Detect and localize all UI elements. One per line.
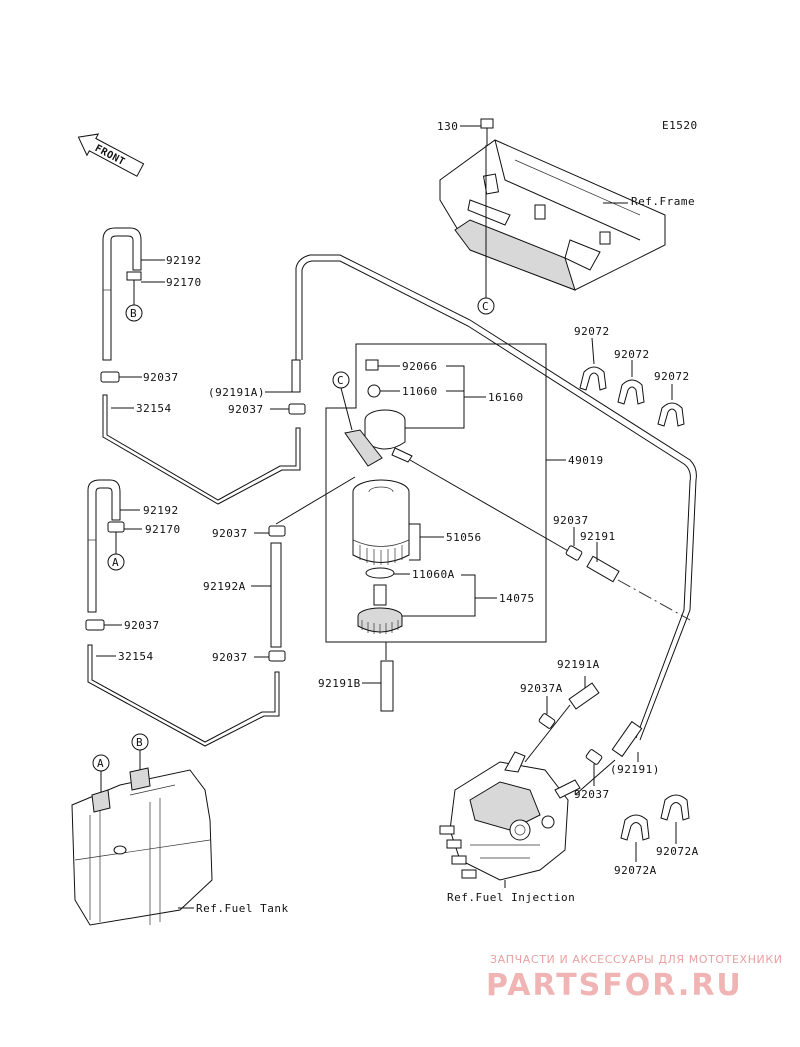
label-ref-frame: Ref.Frame: [631, 195, 695, 208]
marker-c-frame: [477, 297, 495, 315]
fuel-injection-pump: [439, 751, 581, 881]
hose-92191-inj: [611, 720, 643, 758]
marker-a-low: [107, 553, 125, 571]
clamp-92037-right: [565, 545, 583, 561]
label-92037a: 92037A: [520, 682, 563, 695]
clamp-92072a-right: [660, 794, 690, 821]
marker-b-top-label: B: [130, 307, 137, 320]
marker-b-tank-label: B: [136, 736, 143, 749]
label-92037-top: 92037: [143, 371, 179, 384]
fuel-tank: [71, 767, 213, 926]
label-92072-c: 92072: [654, 370, 690, 383]
filter-head-16160: [344, 359, 413, 467]
watermark-brand: PARTSFOR.RU: [486, 968, 743, 1003]
marker-b-top: [125, 304, 143, 322]
marker-a-low-label: A: [112, 556, 119, 569]
hose-92191: [586, 555, 620, 583]
label-92191a-paren: (92191A): [208, 386, 265, 399]
frame-assembly: [439, 139, 666, 291]
clamp-92037a: [538, 713, 556, 729]
hose-92192a: [270, 542, 282, 648]
label-14075: 14075: [499, 592, 535, 605]
label-92072-b: 92072: [614, 348, 650, 361]
label-92192-top: 92192: [166, 254, 202, 267]
watermark-tagline: ЗАПЧАСТИ И АКСЕССУАРЫ ДЛЯ МОТОТЕХНИКИ: [490, 953, 783, 966]
label-ref-fuel-injection: Ref.Fuel Injection: [447, 891, 575, 904]
clamp-92037-top: [100, 371, 120, 383]
bolt-130: [480, 118, 494, 145]
clamp-92072a-left: [620, 814, 650, 841]
label-92191: 92191: [580, 530, 616, 543]
label-92037-right: 92037: [553, 514, 589, 527]
clamp-92037-low: [85, 619, 105, 631]
label-92192a: 92192A: [203, 580, 246, 593]
label-92037-left: 92037: [212, 527, 248, 540]
label-92191-paren: (92191): [610, 763, 660, 776]
label-92072a-left: 92072A: [614, 864, 657, 877]
label-11060: 11060: [402, 385, 438, 398]
label-92191a: 92191A: [557, 658, 600, 671]
label-92170-top: 92170: [166, 276, 202, 289]
clamp-92072-3: [657, 402, 685, 427]
pipe-32154-low: [87, 644, 280, 747]
label-92191b: 92191B: [318, 677, 361, 690]
marker-b-tank: [131, 733, 149, 751]
label-32154-top: 32154: [136, 402, 172, 415]
label-92066: 92066: [402, 360, 438, 373]
hose-92191b: [380, 660, 394, 712]
hose-92191a-mid: [291, 359, 301, 393]
label-130: 130: [437, 120, 458, 133]
fuel-line-49019: [295, 254, 697, 741]
diagram-code: E1520: [662, 119, 698, 132]
label-92037-inj: 92037: [574, 788, 610, 801]
label-11060a: 11060A: [412, 568, 455, 581]
hose-92192-low: [87, 479, 121, 613]
label-ref-fuel-tank: Ref.Fuel Tank: [196, 902, 289, 915]
clamp-92037-left: [268, 525, 286, 537]
label-92170-low: 92170: [145, 523, 181, 536]
filter-element-51056: [352, 479, 410, 565]
hose-92192-top: [102, 227, 142, 361]
label-16160: 16160: [488, 391, 524, 404]
filter-bowl-14075: [357, 584, 403, 634]
label-51056: 51056: [446, 531, 482, 544]
pipe-32154-top: [102, 394, 301, 505]
label-92072a-right: 92072A: [656, 845, 699, 858]
marker-c-filter-label: C: [337, 374, 344, 387]
marker-a-tank-label: A: [97, 757, 104, 770]
label-92037-left2: 92037: [212, 651, 248, 664]
marker-c-frame-label: C: [482, 300, 489, 313]
front-arrow-icon: FRONT: [77, 133, 145, 177]
label-49019: 49019: [568, 454, 604, 467]
o-ring-11060a: [365, 567, 395, 579]
label-32154-low: 32154: [118, 650, 154, 663]
label-92037-low: 92037: [124, 619, 160, 632]
clamp-92037-inj: [585, 749, 603, 765]
label-92072-a: 92072: [574, 325, 610, 338]
clamp-92072-1: [579, 366, 607, 391]
marker-a-tank: [92, 754, 110, 772]
clamp-92037-left2: [268, 650, 286, 662]
hose-92191a: [568, 682, 600, 710]
label-92037-mid: 92037: [228, 403, 264, 416]
filter-group-frame: [325, 343, 547, 643]
clamp-92170-low: [107, 521, 125, 533]
clamp-92072-2: [617, 379, 645, 405]
clamp-92037-mid: [288, 403, 306, 415]
clamp-92170-top: [126, 271, 142, 281]
label-92192-low: 92192: [143, 504, 179, 517]
